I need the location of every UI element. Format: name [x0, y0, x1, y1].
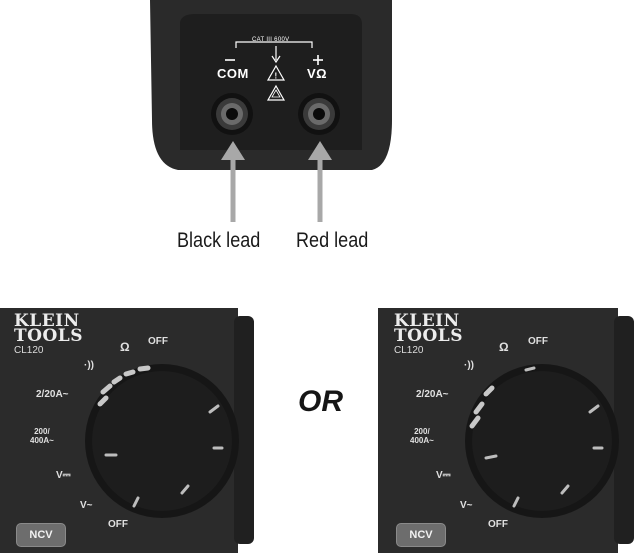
off-bottom-label-left: OFF — [108, 519, 128, 530]
v-ac-label-left: V~ — [80, 500, 93, 511]
black-lead-label: Black lead — [177, 229, 261, 252]
off-top-label-left: OFF — [148, 336, 168, 347]
com-jack — [211, 93, 253, 135]
red-lead-label: Red lead — [296, 229, 369, 252]
red-lead-arrow — [308, 141, 332, 222]
model-label-left: CL120 — [14, 345, 44, 356]
double-insulation-icon — [266, 84, 286, 101]
ohm-label-left: Ω — [120, 340, 130, 354]
ncv-button-left[interactable]: NCV — [16, 523, 66, 547]
meter-left — [0, 308, 254, 553]
amps-low-label-right: 2/20A~ — [416, 389, 449, 400]
v-dc-label-right: V⎓ — [436, 470, 451, 481]
meter-right — [378, 308, 634, 553]
warning-icon — [266, 64, 286, 81]
cat-rating-label: CAT III 600V — [252, 37, 290, 43]
black-lead-arrow — [221, 141, 245, 222]
v-ohm-jack — [298, 93, 340, 135]
com-label: COM — [217, 66, 249, 81]
ohm-label-right: Ω — [499, 340, 509, 354]
svg-text:!: ! — [275, 72, 278, 81]
amps-high-label-left: 200/ 400A~ — [30, 427, 54, 445]
off-top-label-right: OFF — [528, 336, 548, 347]
amps-low-label-left: 2/20A~ — [36, 389, 69, 400]
model-label-right: CL120 — [394, 345, 424, 356]
off-bottom-label-right: OFF — [488, 519, 508, 530]
v-dc-label-left: V⎓ — [56, 470, 71, 481]
amps-high-label-right: 200/ 400A~ — [410, 427, 434, 445]
continuity-label-left: ·)) — [84, 360, 94, 371]
or-separator: OR — [298, 385, 343, 418]
brand-logo-right: KLEIN TOOLS — [394, 311, 463, 346]
continuity-label-right: ·)) — [464, 360, 474, 371]
brand-logo-left: KLEIN TOOLS — [14, 311, 83, 346]
v-ohm-label: VΩ — [307, 66, 328, 81]
ncv-button-right[interactable]: NCV — [396, 523, 446, 547]
meter-jack-panel: ! — [150, 0, 392, 222]
v-ac-label-right: V~ — [460, 500, 473, 511]
